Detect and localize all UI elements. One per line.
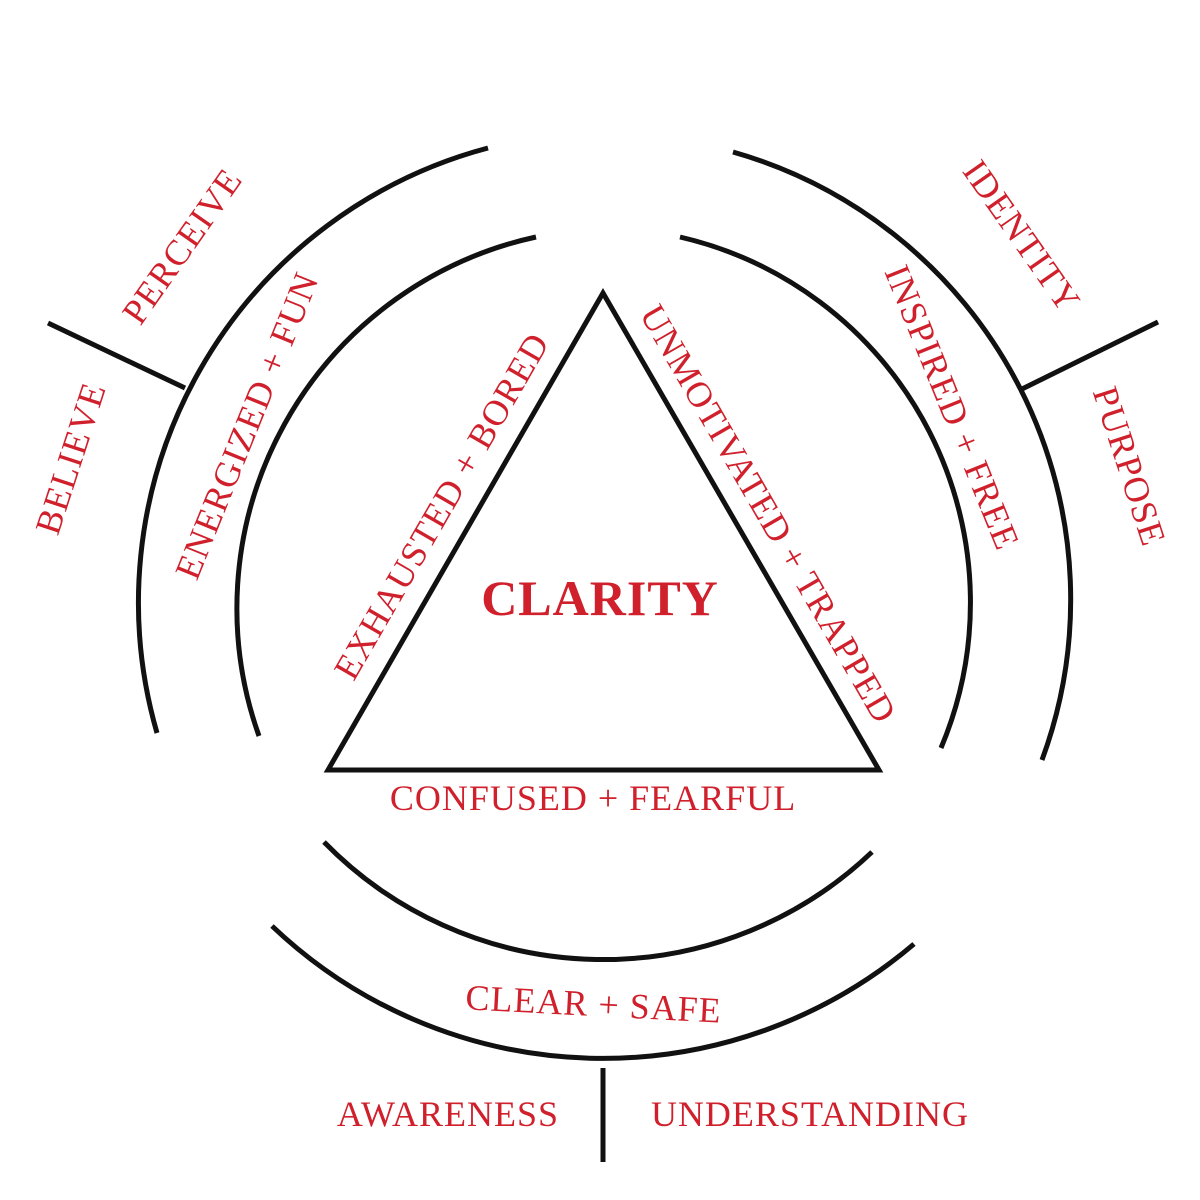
divider-right: [1020, 319, 1160, 392]
outer-left-upper-label: PERCEIVE: [114, 161, 250, 331]
outer-right-lower-label: PURPOSE: [1085, 382, 1174, 551]
triangle-left-label: EXHAUSTED + BORED: [326, 326, 557, 687]
outer-arc-bottom: [270, 924, 916, 1061]
triangle-right-label: UNMOTIVATED + TRAPPED: [632, 298, 905, 730]
outer-right-upper-label: IDENTITY: [955, 153, 1089, 320]
outer-arc-right: [732, 149, 1074, 761]
outer-left-lower-label: BELIEVE: [27, 377, 114, 539]
divider-left: [46, 320, 187, 391]
inner-ring-right-label: INSPIRED + FREE: [877, 259, 1028, 555]
center-title: CLARITY: [481, 570, 719, 626]
inner-arc-left: [234, 234, 537, 737]
clarity-triangle: [323, 288, 884, 773]
outer-bottom-left-label: AWARENESS: [337, 1094, 559, 1134]
outer-bottom-right-label: UNDERSTANDING: [651, 1094, 969, 1134]
outer-arc-left: [136, 145, 489, 734]
inner-arc-right: [679, 234, 973, 749]
inner-arc-bottom: [322, 840, 874, 963]
inner-ring-bottom-label: CLEAR + SAFE: [465, 977, 723, 1030]
triangle-bottom-label: CONFUSED + FEARFUL: [390, 778, 796, 818]
inner-ring-left-label: ENERGIZED + FUN: [167, 266, 327, 584]
